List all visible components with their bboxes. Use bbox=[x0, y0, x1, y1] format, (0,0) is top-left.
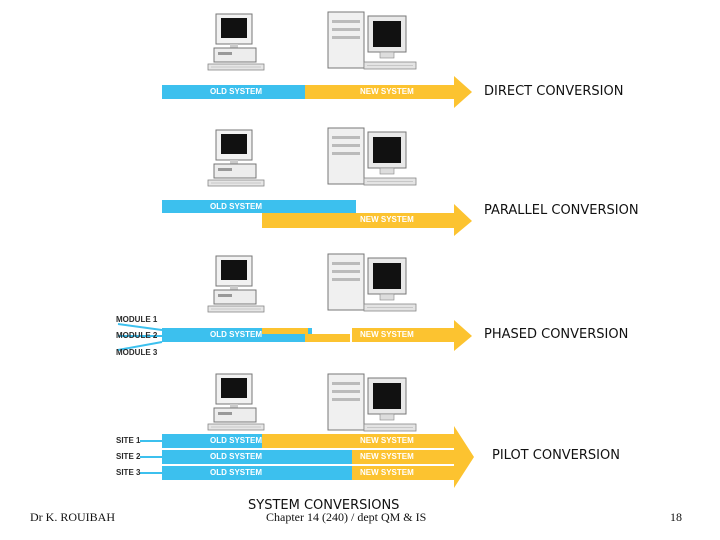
new-system-arrow bbox=[305, 76, 472, 108]
new-system-label: NEW SYSTEM bbox=[360, 452, 414, 461]
site-3-new-bar bbox=[352, 466, 454, 480]
page-number: 18 bbox=[670, 510, 682, 524]
new-computer-icon bbox=[327, 11, 417, 70]
slide-title: SYSTEM CONVERSIONS bbox=[248, 498, 400, 513]
module-3-line bbox=[117, 341, 163, 351]
site-2-label: SITE 2 bbox=[116, 452, 141, 461]
new-system-label: NEW SYSTEM bbox=[360, 468, 414, 477]
old-system-label: OLD SYSTEM bbox=[210, 436, 263, 445]
phased-conversion-title: PHASED CONVERSION bbox=[484, 327, 629, 342]
site-3-old-bar bbox=[162, 466, 352, 480]
site-1-new-bar bbox=[262, 434, 454, 448]
site-3-label: SITE 3 bbox=[116, 468, 141, 477]
old-computer-icon bbox=[207, 255, 265, 313]
old-computer-icon bbox=[207, 13, 265, 71]
pilot-conversion-title: PILOT CONVERSION bbox=[492, 448, 620, 463]
old-computer-icon bbox=[207, 129, 265, 187]
footer-author: Dr K. ROUIBAH bbox=[30, 510, 115, 524]
site-2-new-bar bbox=[352, 450, 454, 464]
old-system-label: OLD SYSTEM bbox=[210, 468, 263, 477]
old-system-label: OLD SYSTEM bbox=[210, 87, 263, 96]
new-system-arrow bbox=[262, 204, 472, 236]
old-system-label: OLD SYSTEM bbox=[210, 452, 263, 461]
new-system-label: NEW SYSTEM bbox=[360, 330, 414, 339]
module-1-line bbox=[117, 323, 163, 331]
new-system-arrow bbox=[352, 320, 472, 351]
old-system-label: OLD SYSTEM bbox=[210, 330, 263, 339]
parallel-conversion-title: PARALLEL CONVERSION bbox=[484, 203, 639, 218]
site-1-label: SITE 1 bbox=[116, 436, 141, 445]
new-system-label: NEW SYSTEM bbox=[360, 215, 414, 224]
new-computer-icon bbox=[327, 253, 417, 312]
old-system-label: OLD SYSTEM bbox=[210, 202, 263, 211]
new-computer-icon bbox=[327, 127, 417, 186]
phase-module-2-new bbox=[305, 334, 350, 342]
old-computer-icon bbox=[207, 373, 265, 431]
pilot-arrow-head bbox=[454, 426, 474, 488]
site-2-old-bar bbox=[162, 450, 352, 464]
footer-chapter: Chapter 14 (240) / dept QM & IS bbox=[266, 510, 427, 524]
module-3-label: MODULE 3 bbox=[116, 348, 158, 357]
site-1-old-bar bbox=[162, 434, 262, 448]
new-system-label: NEW SYSTEM bbox=[360, 87, 414, 96]
old-system-bar bbox=[162, 85, 307, 99]
new-system-label: NEW SYSTEM bbox=[360, 436, 414, 445]
new-computer-icon bbox=[327, 373, 417, 432]
direct-conversion-title: DIRECT CONVERSION bbox=[484, 84, 624, 99]
module-1-label: MODULE 1 bbox=[116, 315, 158, 324]
phase-module-1-new bbox=[262, 328, 308, 334]
module-2-label: MODULE 2 bbox=[116, 331, 158, 340]
old-system-bar bbox=[162, 200, 356, 213]
